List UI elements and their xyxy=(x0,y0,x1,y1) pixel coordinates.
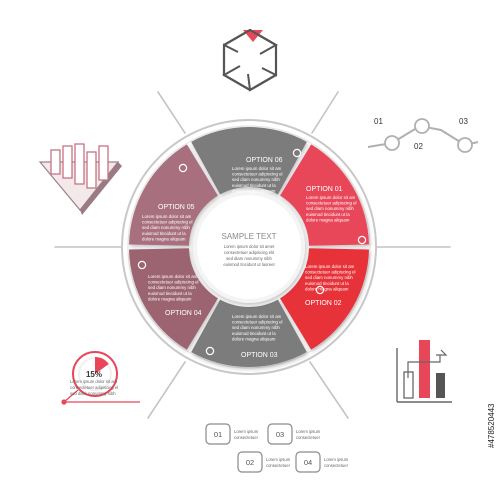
location-pin-icon xyxy=(292,148,302,158)
option-label: OPTION 04 xyxy=(165,310,202,317)
outer-divider-lines xyxy=(54,91,451,419)
option-text-line: euismod tincidunt ut la xyxy=(232,331,276,336)
option-text-line: dolore magna aliquam xyxy=(232,188,276,193)
box-text-line: consectetuer xyxy=(266,463,291,468)
option-label: OPTION 03 xyxy=(241,352,278,359)
progress-donut: 15% Lorem ipsum dolor sit am consectetue… xyxy=(61,351,140,405)
chat-bubble-icon xyxy=(137,260,147,270)
option-text-line: Lorem ipsum dolor sit am xyxy=(142,214,192,219)
option-text-line: euismod tincidunt ut la xyxy=(142,231,186,236)
timeline-label-01: 01 xyxy=(374,117,383,126)
box-text-line: Lorem ipsum xyxy=(266,457,291,462)
stock-id: #478520443 xyxy=(487,403,496,449)
option-text-line: euismod tincidunt ut la xyxy=(232,183,276,188)
stock-id-strip: #478520443 xyxy=(486,360,498,450)
timeline-node-02 xyxy=(414,118,430,134)
segment-option-01 xyxy=(280,144,369,246)
option-text-line: dolore magna aliquam xyxy=(232,336,276,341)
progress-caption-line: sed diam nonummy nibh xyxy=(70,391,116,396)
option-text-line: sed diam nonummy nibh xyxy=(306,206,354,211)
numbered-box xyxy=(295,451,321,473)
center-title: SAMPLE TEXT xyxy=(222,232,277,241)
center-text-line: euismod tincidunt ut laoreet xyxy=(223,262,275,267)
box-text-line: consectetuer xyxy=(296,435,321,440)
box-number: 01 xyxy=(214,430,222,439)
growth-bar-chart-icon xyxy=(396,340,452,403)
progress-caption-line: consectetuer adipiscing el xyxy=(70,385,118,390)
option-text-line: consectetuer adipiscing el xyxy=(305,270,356,275)
box-number: 03 xyxy=(276,430,284,439)
option-text-line: Lorem ipsum dolor sit am xyxy=(306,195,356,200)
option-label: OPTION 05 xyxy=(158,204,195,211)
numbered-box xyxy=(237,451,263,473)
option-text-line: consectetuer adipiscing el xyxy=(232,172,283,177)
box-text-line: Lorem ipsum xyxy=(234,429,259,434)
numbered-box xyxy=(267,423,293,445)
segment-option-05 xyxy=(129,144,218,246)
document-icon xyxy=(205,346,215,356)
progress-caption-line: Lorem ipsum dolor sit am xyxy=(70,379,118,384)
option-text-line: dolore magna aliquam xyxy=(142,236,186,241)
center-text-line: consectetuer adipiscing elit xyxy=(224,250,275,255)
car-icon xyxy=(357,235,367,245)
segment-option-03 xyxy=(191,299,307,367)
bar-chart-chevron-icon xyxy=(38,143,122,215)
option-text-line: consectetuer adipiscing el xyxy=(232,320,283,325)
option-text-line: dolore magna aliquam xyxy=(148,296,192,301)
box-text-line: Lorem ipsum xyxy=(324,457,349,462)
option-text-line: sed diam nonummy nibh xyxy=(148,285,196,290)
center-text-line: sed diam nonummy nibh xyxy=(226,256,272,261)
option-label: OPTION 02 xyxy=(305,300,342,307)
timeline-graphic: 01 02 03 xyxy=(367,117,479,153)
timeline-node-01 xyxy=(384,135,400,151)
option-text-line: consectetuer adipiscing el xyxy=(306,201,357,206)
numbered-box xyxy=(205,423,231,445)
option-text-line: sed diam nonummy nibh xyxy=(232,177,280,182)
option-text-line: euismod tincidunt ut la xyxy=(305,281,349,286)
box-number: 04 xyxy=(304,458,312,467)
option-text-line: Lorem ipsum dolor sit am xyxy=(148,274,198,279)
timeline-label-02: 02 xyxy=(414,142,423,151)
option-text-line: sed diam nonummy nibh xyxy=(232,325,280,330)
timeline-label-03: 03 xyxy=(459,117,468,126)
box-text-line: consectetuer xyxy=(324,463,349,468)
option-label: OPTION 01 xyxy=(306,186,343,193)
option-text-line: sed diam nonummy nibh xyxy=(305,275,353,280)
center-disc-inner xyxy=(197,195,301,299)
option-text-line: dolore magna aliquam xyxy=(305,286,349,291)
segment-option-06 xyxy=(191,127,307,195)
segment-option-04 xyxy=(129,248,218,350)
hexagon-logo-icon xyxy=(221,28,279,92)
progress-label: 15% xyxy=(86,370,102,379)
option-text-line: consectetuer adipiscing el xyxy=(148,280,199,285)
option-text-line: euismod tincidunt ut la xyxy=(306,212,350,217)
box-number: 02 xyxy=(246,458,254,467)
option-text-line: Lorem ipsum dolor sit am xyxy=(232,314,282,319)
timeline-node-03 xyxy=(457,137,473,153)
option-text-line: consectetuer adipiscing el xyxy=(142,220,193,225)
progress-wedge xyxy=(95,357,109,374)
house-icon xyxy=(315,285,325,295)
option-text-line: sed diam nonummy nibh xyxy=(142,225,190,230)
box-text-line: consectetuer xyxy=(234,435,259,440)
segment-option-02 xyxy=(280,248,369,350)
option-label: OPTION 06 xyxy=(246,157,283,164)
center-text-line: Lorem ipsum dolor sit amet xyxy=(224,244,275,249)
option-text-line: dolore magna aliquam xyxy=(306,217,350,222)
box-text-line: Lorem ipsum xyxy=(296,429,321,434)
globe-icon xyxy=(178,163,188,173)
option-text-line: Lorem ipsum dolor sit am xyxy=(232,166,282,171)
option-text-line: euismod tincidunt ut la xyxy=(148,291,192,296)
option-text-line: Lorem ipsum dolor sit am xyxy=(305,264,355,269)
